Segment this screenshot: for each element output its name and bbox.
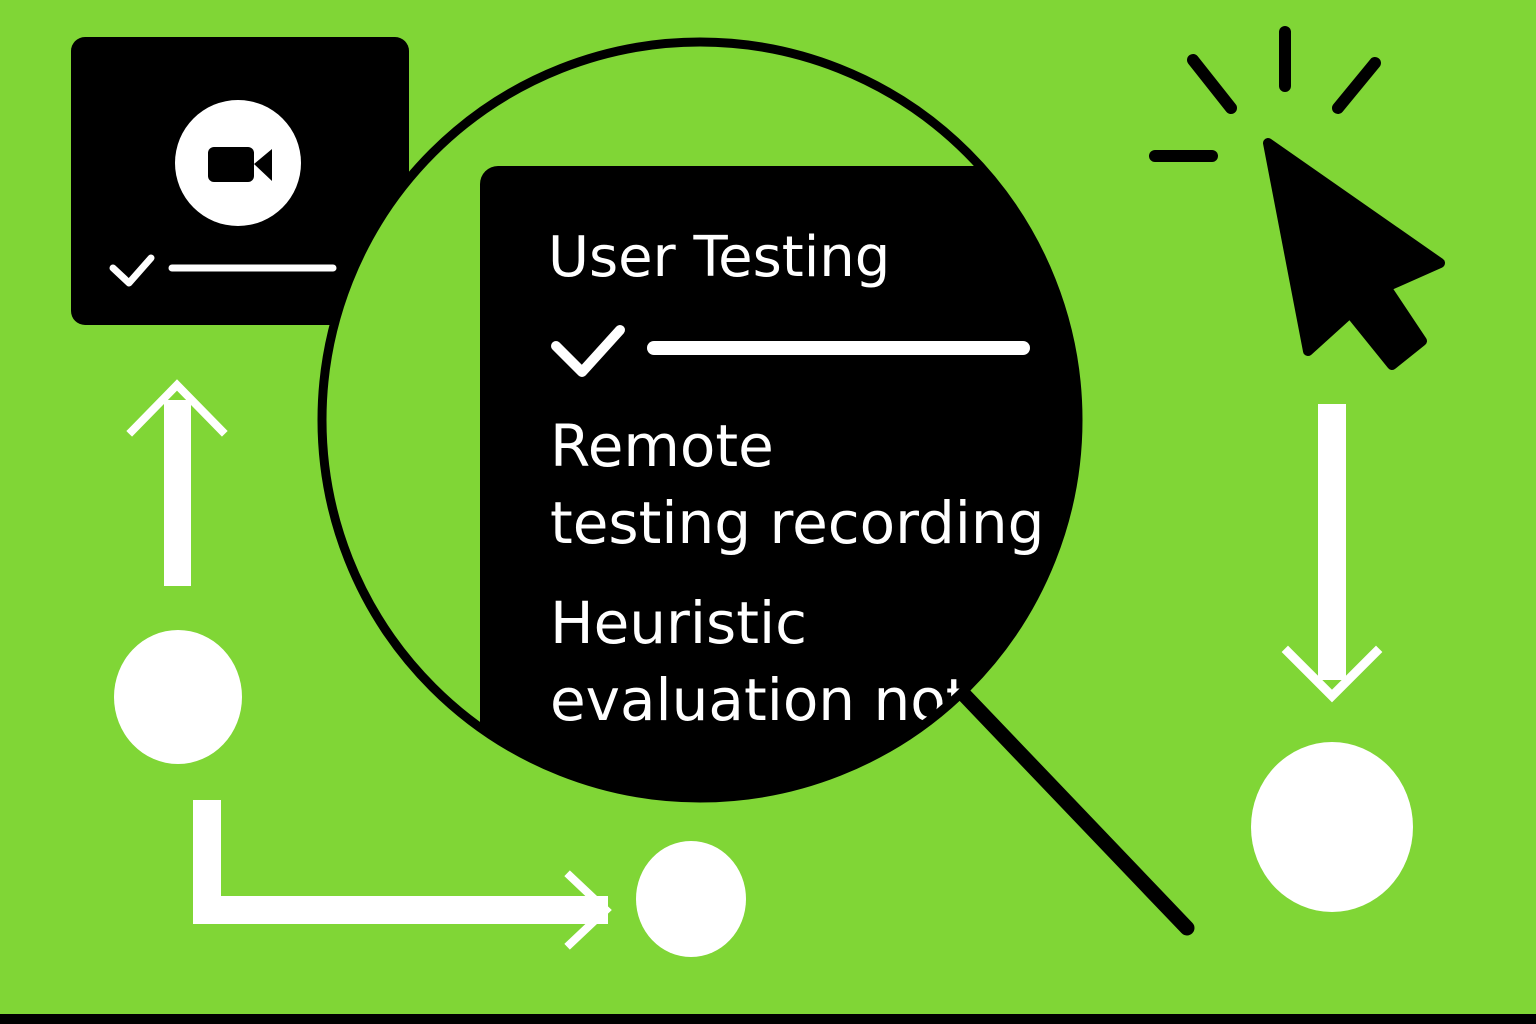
cursor-arrow-icon: [1263, 138, 1445, 370]
flow-node-left: [114, 630, 242, 764]
lens-item-remote-line2: testing recording: [550, 489, 1044, 557]
card-checkmark-icon: [109, 254, 155, 287]
lens-card-title: User Testing: [548, 225, 890, 290]
magnifier-rim: [317, 37, 1083, 803]
lens-item-remote-line1: Remote: [550, 412, 774, 480]
click-burst-icon: [1149, 26, 1381, 162]
flow-node-bottom: [636, 841, 746, 957]
down-arrow: [1281, 404, 1383, 703]
magnifier-handle: [942, 672, 1195, 936]
lens-item-heuristic-line1: Heuristic: [550, 589, 807, 657]
flow-node-right: [1251, 742, 1413, 912]
video-camera-icon: [208, 147, 272, 182]
elbow-arrow: [193, 800, 612, 950]
bottom-bar: [0, 1014, 1536, 1024]
lens-checkmark-icon: [551, 325, 625, 377]
up-arrow: [126, 379, 228, 586]
video-recording-card: [71, 37, 409, 325]
